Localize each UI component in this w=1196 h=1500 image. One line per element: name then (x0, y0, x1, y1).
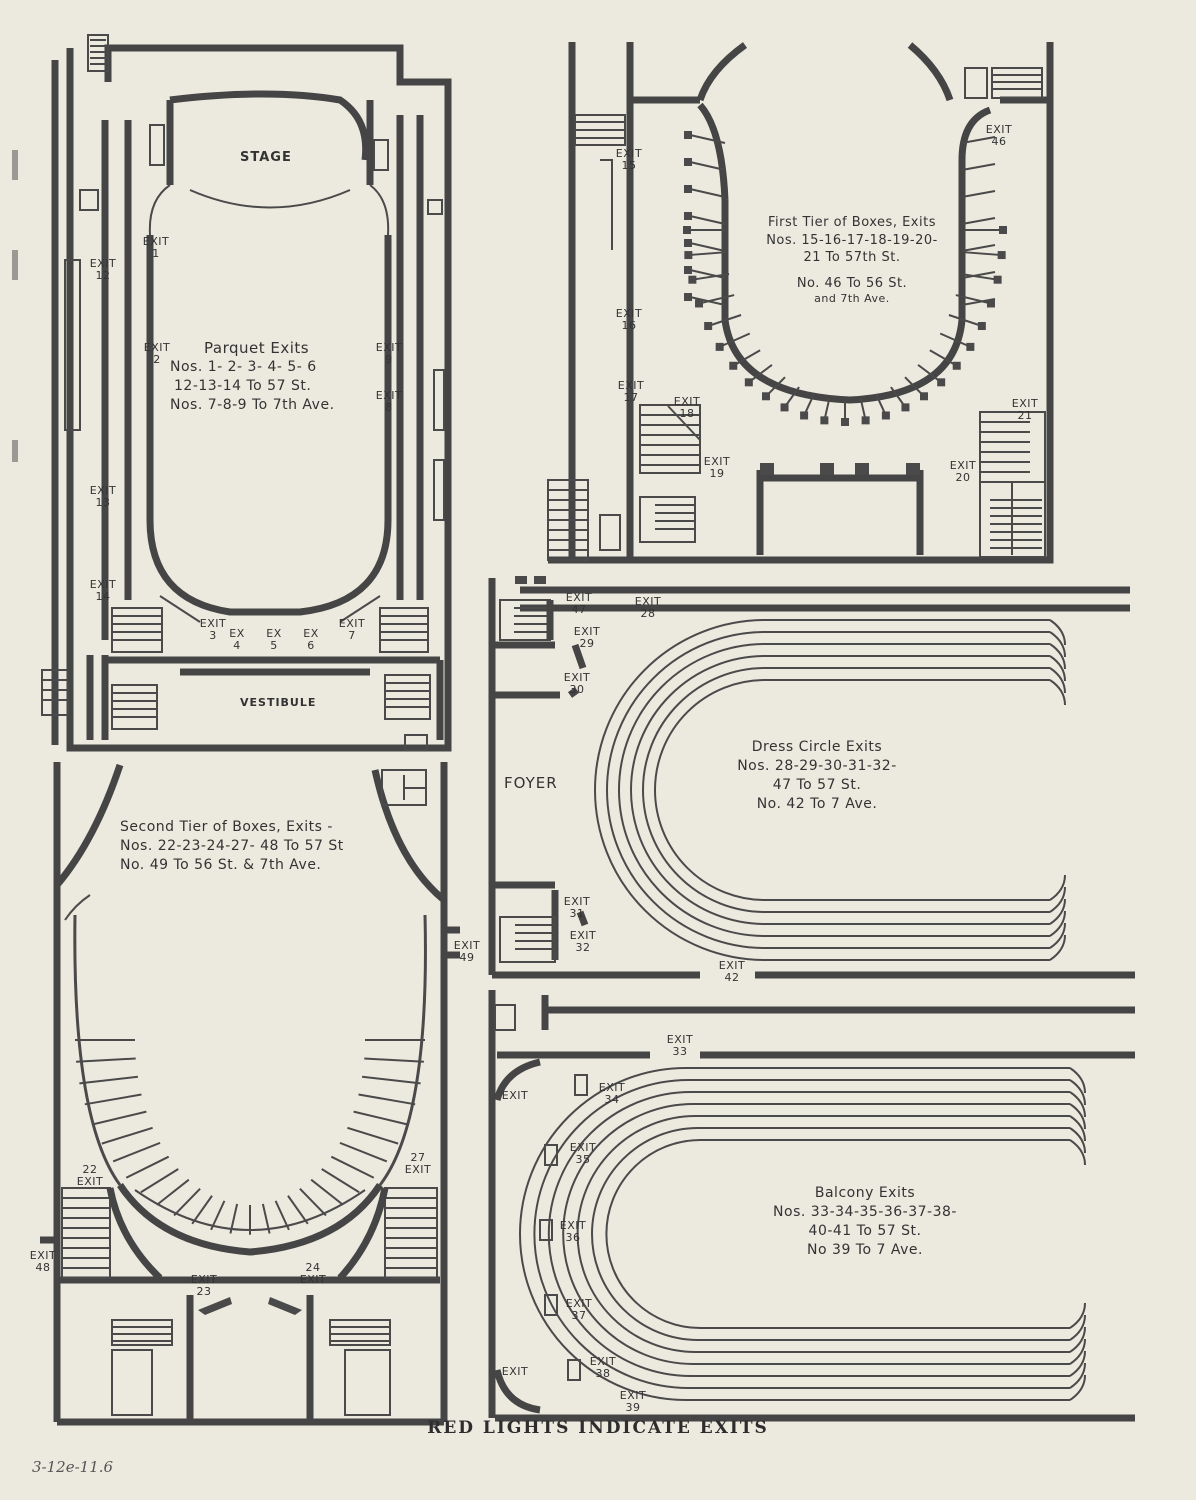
first-tier-title: First Tier of Boxes, Exits (768, 215, 936, 230)
first-tier-line-4: and 7th Ave. (814, 292, 890, 306)
balcony-exit-top-left-label: EXIT (501, 1089, 529, 1102)
foyer-label: FOYER (504, 774, 558, 792)
second-tier-plan (40, 762, 460, 1426)
second-tier-text: Second Tier of Boxes, Exits - Nos. 22-23… (120, 818, 344, 875)
dress-circle-title: Dress Circle Exits (751, 739, 883, 755)
parquet-plan (41, 34, 452, 752)
balcony-text: Balcony Exits Nos. 33-34-35-36-37-38- 40… (740, 1184, 990, 1260)
parquet-line-2: 12-13-14 To 57 St. (174, 378, 312, 395)
balcony-exit-bottom-left-label: EXIT (501, 1365, 529, 1378)
stage-label: STAGE (240, 150, 292, 165)
first-tier-plan (547, 42, 1054, 564)
parquet-line-1: Nos. 1- 2- 3- 4- 5- 6 (170, 359, 317, 376)
balcony-plan (488, 990, 1135, 1422)
footer-caption: RED LIGHTS INDICATE EXITS (427, 1418, 769, 1438)
binder-marks (12, 150, 18, 462)
vestibule-label: VESTIBULE (240, 696, 317, 709)
first-tier-line-3: No. 46 To 56 St. (796, 275, 908, 291)
manuscript-note: 3-12e-11.6 (32, 1458, 114, 1476)
second-tier-line-1: Nos. 22-23-24-27- 48 To 57 St (120, 837, 344, 854)
parquet-line-3: Nos. 7-8-9 To 7th Ave. (170, 397, 335, 414)
first-tier-line-1: Nos. 15-16-17-18-19-20- (766, 232, 938, 248)
first-tier-text: First Tier of Boxes, Exits Nos. 15-16-17… (752, 214, 952, 307)
dress-circle-line-2: 47 To 57 St. (772, 776, 862, 793)
parquet-title: Parquet Exits (204, 339, 310, 357)
second-tier-line-2: No. 49 To 56 St. & 7th Ave. (120, 856, 322, 873)
dress-circle-line-3: No. 42 To 7 Ave. (756, 795, 878, 812)
first-tier-line-2: 21 To 57th St. (803, 250, 901, 266)
parquet-exits-text: Parquet Exits Nos. 1- 2- 3- 4- 5- 6 12-1… (170, 338, 335, 415)
balcony-title: Balcony Exits (814, 1185, 916, 1201)
dress-circle-text: Dress Circle Exits Nos. 28-29-30-31-32- … (722, 738, 912, 814)
balcony-line-1: Nos. 33-34-35-36-37-38- (773, 1203, 957, 1220)
second-tier-title: Second Tier of Boxes, Exits - (120, 819, 333, 835)
balcony-line-2: 40-41 To 57 St. (808, 1222, 922, 1239)
dress-circle-line-1: Nos. 28-29-30-31-32- (737, 757, 897, 774)
dress-circle-plan (488, 576, 1135, 979)
balcony-line-3: No 39 To 7 Ave. (807, 1241, 923, 1258)
